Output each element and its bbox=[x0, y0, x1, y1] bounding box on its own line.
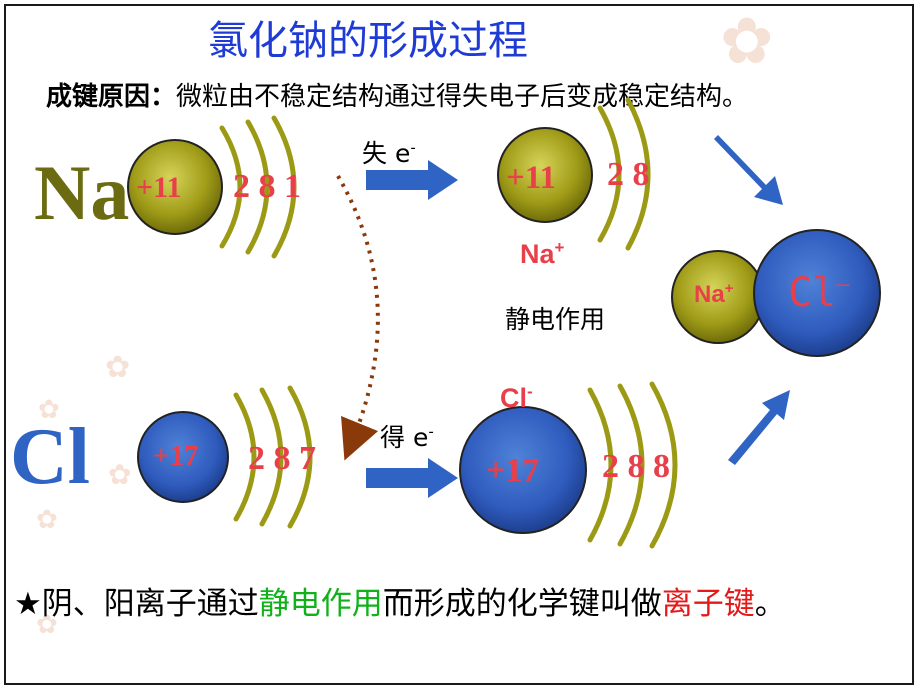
na-ion-shell-electrons: 2 8 bbox=[607, 156, 650, 193]
conclusion: ★阴、阳离子通过静电作用而形成的化学键叫做离子键。 bbox=[14, 586, 786, 622]
watermark-seal: ✿ bbox=[36, 505, 58, 535]
electron-transfer-arrow bbox=[336, 174, 380, 461]
na-ion-shells bbox=[597, 97, 651, 251]
cl-ion-label: Cl- bbox=[500, 382, 533, 413]
slide-frame bbox=[4, 4, 914, 685]
watermark-seal: ✿ bbox=[720, 5, 774, 79]
gain-electron-label: 得 e- bbox=[380, 422, 434, 452]
cl-atom-shell-electrons: 2 8 7 bbox=[248, 440, 316, 477]
na-atom-nucleus bbox=[127, 139, 223, 235]
cl-ion-nucleus-charge: +17 bbox=[486, 452, 540, 489]
lose-electron-arrow bbox=[366, 160, 458, 200]
na-atom-shells bbox=[219, 115, 297, 259]
electrostatic-label: 静电作用 bbox=[505, 305, 606, 334]
na-symbol: Na bbox=[34, 149, 130, 236]
cl-ion-shells bbox=[587, 381, 678, 549]
watermark-seal: ✿ bbox=[38, 395, 60, 425]
cl-ion-nucleus bbox=[459, 406, 587, 534]
product-cl-label: Cl– bbox=[788, 270, 850, 316]
bond-reason-label: 成键原因： bbox=[46, 82, 177, 112]
na-ion-nucleus-charge: +11 bbox=[506, 160, 556, 196]
cl-symbol: Cl bbox=[10, 413, 90, 501]
na-atom-nucleus-charge: +11 bbox=[136, 171, 182, 204]
product-na-label: Na+ bbox=[694, 280, 734, 308]
lose-electron-label: 失 e- bbox=[362, 138, 416, 168]
product-cl-ion bbox=[753, 229, 881, 357]
bond-reason: 成键原因：微粒由不稳定结构通过得失电子后变成稳定结构。 bbox=[46, 76, 748, 113]
cl-ion-to-product-arrow bbox=[728, 390, 790, 465]
watermark-seal: ✿ bbox=[36, 610, 58, 640]
na-ion-to-product-arrow bbox=[714, 135, 783, 205]
watermark-seal: ✿ bbox=[108, 458, 132, 491]
cl-atom-nucleus-charge: +17 bbox=[153, 440, 199, 472]
gain-electron-arrow bbox=[366, 458, 458, 498]
na-ion-nucleus bbox=[497, 127, 593, 223]
cl-ion-shell-electrons: 2 8 8 bbox=[602, 448, 670, 485]
na-ion-label: Na+ bbox=[520, 238, 565, 269]
bond-reason-text: 微粒由不稳定结构通过得失电子后变成稳定结构。 bbox=[176, 82, 749, 112]
cl-atom-shells bbox=[233, 385, 313, 529]
slide-title: 氯化钠的形成过程 bbox=[208, 18, 528, 64]
watermark-seal: ✿ bbox=[105, 350, 131, 385]
na-atom-shell-electrons: 2 8 1 bbox=[233, 168, 301, 205]
cl-atom-nucleus bbox=[137, 411, 229, 503]
